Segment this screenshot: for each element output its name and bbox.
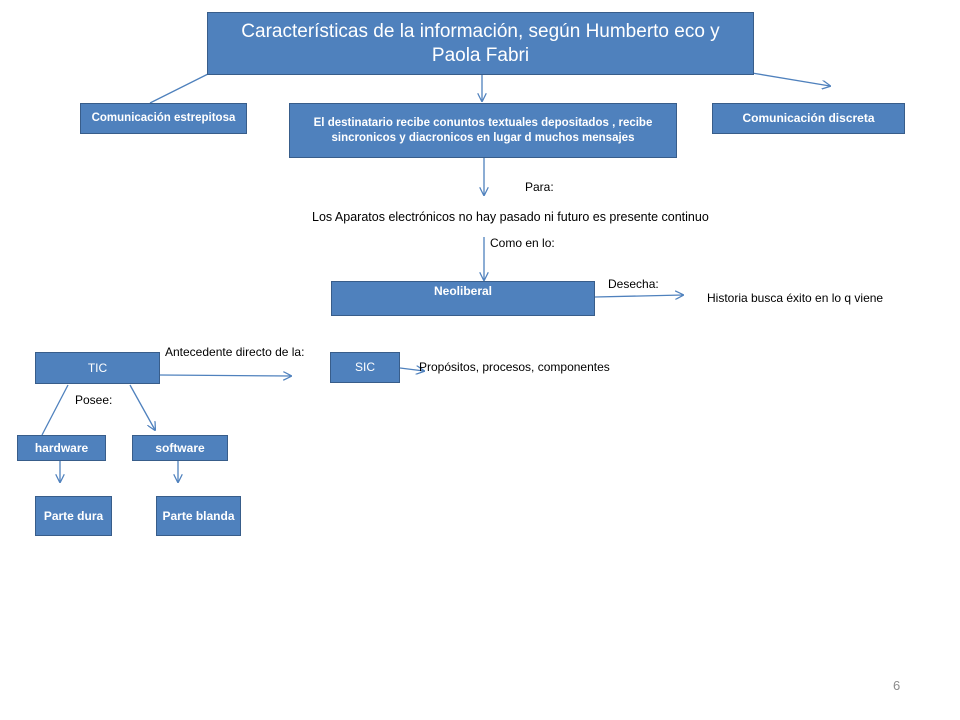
node-sic: SIC [330,352,400,383]
diagram-title: Características de la información, según… [241,20,720,66]
node-parte-dura: Parte dura [35,496,112,536]
arrow-sic-to-propositos [399,368,424,371]
label-historia: Historia busca éxito en lo q viene [707,291,884,305]
arrow-title-to-estrepitosa [149,72,211,104]
page-number: 6 [893,678,901,693]
label-desecha: Desecha: [608,277,659,291]
arrow-title-to-discreta [751,72,830,86]
label-aparatos: Los Aparatos electrónicos no hay pasado … [312,210,709,224]
node-parte-blanda: Parte blanda [156,496,241,536]
node-comunicacion-discreta: Comunicación discreta [712,103,905,134]
label-para: Para: [525,180,554,194]
arrow-tic-to-software [129,384,155,430]
title-box: Características de la información, según… [207,12,754,75]
node-software: software [132,435,228,461]
node-tic: TIC [35,352,160,384]
arrow-tic-to-sic [159,375,291,376]
node-comunicacion-estrepitosa: Comunicación estrepitosa [80,103,247,134]
label-antecedente: Antecedente directo de la: [165,345,305,359]
node-neoliberal: Neoliberal [331,281,595,316]
arrow-neoliberal-to-historia [594,295,683,297]
node-hardware: hardware [17,435,106,461]
label-posee: Posee: [75,393,113,407]
node-destinatario: El destinatario recibe conuntos textuale… [289,103,677,158]
label-propositos: Propósitos, procesos, componentes [419,360,610,374]
label-como-en-lo: Como en lo: [490,236,555,250]
arrow-tic-to-hardware [41,384,69,436]
